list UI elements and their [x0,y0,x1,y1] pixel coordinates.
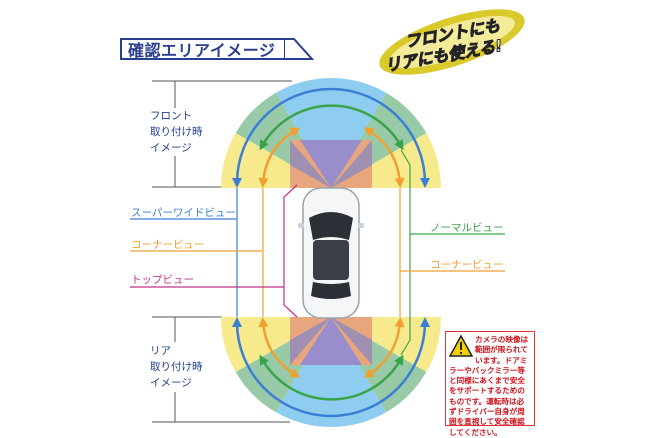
top-view-label: トップビュー [131,274,194,286]
super-wide-arc-rear [232,317,430,418]
corner-view-label-left: コーナービュー [131,239,205,251]
rear-label-line-1: リア [150,345,171,357]
warning-box: カメラの映像は範囲が限られています。ドアミラーやバックミラー等と同様にあくまで安… [445,331,535,437]
front-rear-badge: フロントにも リアにも使える! [372,2,532,80]
corner-arc-rear-right [363,317,405,378]
corner-view-label-right: コーナービュー [430,259,504,271]
front-bracket [152,80,292,188]
super-wide-leader [130,188,238,317]
front-view-zone [220,77,442,188]
normal-leader [400,149,505,356]
corner-leader-left [130,188,264,317]
rear-mount-label: リア 取り付け時 イメージ [150,343,203,391]
corner-arc-front-right [363,127,405,188]
car-top-view-icon [298,187,364,319]
section-title: 確認エリアイメージ [120,38,288,60]
top-view-leader [130,184,298,318]
super-wide-arc-front [232,87,430,188]
rear-label-line-3: イメージ [150,377,192,389]
warning-text: カメラの映像は範囲が限られています。ドアミラーやバックミラー等と同様にあくまで安… [449,335,529,437]
corner-arc-front-left [258,127,301,188]
title-tab-decoration [284,38,314,60]
badge-swoosh-icon [379,9,525,75]
front-label-line-2: 取り付け時 [150,126,203,138]
normal-view-label: ノーマルビュー [430,222,504,234]
rear-label-line-2: 取り付け時 [150,361,203,373]
corner-arc-rear-left [258,317,301,378]
warning-triangle-icon [449,335,473,357]
rear-view-zone [220,317,442,428]
front-label-line-3: イメージ [150,142,192,154]
front-mount-label: フロント 取り付け時 イメージ [150,108,203,156]
rear-bracket [152,316,290,423]
super-wide-view-label: スーパーワイドビュー [131,207,236,219]
front-label-line-1: フロント [150,110,192,122]
corner-leader-right [399,188,505,317]
